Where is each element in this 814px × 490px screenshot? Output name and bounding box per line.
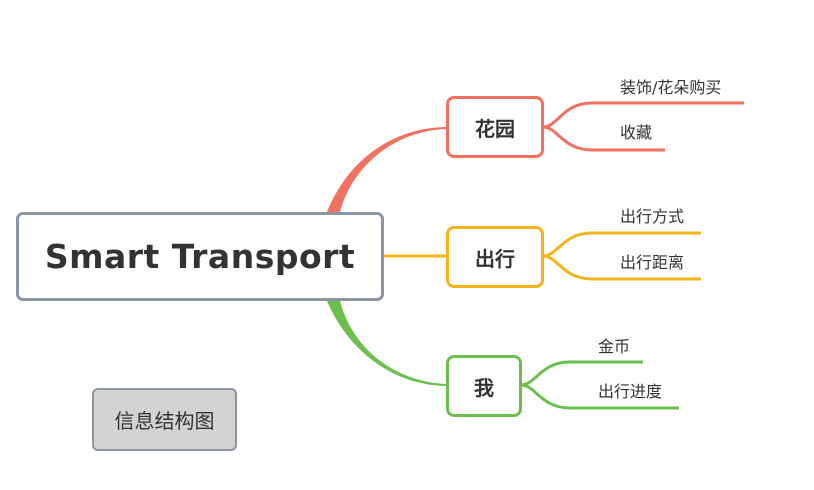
connector-me-leaf-1 [521,360,643,387]
leaf-node-garden-collection[interactable]: 收藏 [620,123,653,142]
leaf-node-me-coins[interactable]: 金币 [598,337,631,356]
legend-box: 信息结构图 [92,388,237,451]
root-node[interactable]: Smart Transport [16,212,384,301]
connector-me-leaf-2 [521,383,679,410]
leaf-node-travel-mode[interactable]: 出行方式 [620,207,685,226]
branch-node-me[interactable]: 我 [446,355,522,417]
connector-root-garden [327,127,446,212]
leaf-node-travel-distance[interactable]: 出行距离 [620,253,685,272]
leaf-node-garden-purchase[interactable]: 装饰/花朵购买 [620,78,722,97]
branch-node-garden[interactable]: 花园 [446,96,544,158]
connector-garden-leaf-1 [543,101,744,129]
branch-node-travel[interactable]: 出行 [446,226,544,288]
connector-travel-leaf-2 [543,254,701,281]
connector-garden-leaf-2 [543,125,665,152]
leaf-node-me-progress[interactable]: 出行进度 [598,382,663,401]
connector-travel-leaf-1 [543,231,701,258]
connector-root-me [327,301,446,386]
